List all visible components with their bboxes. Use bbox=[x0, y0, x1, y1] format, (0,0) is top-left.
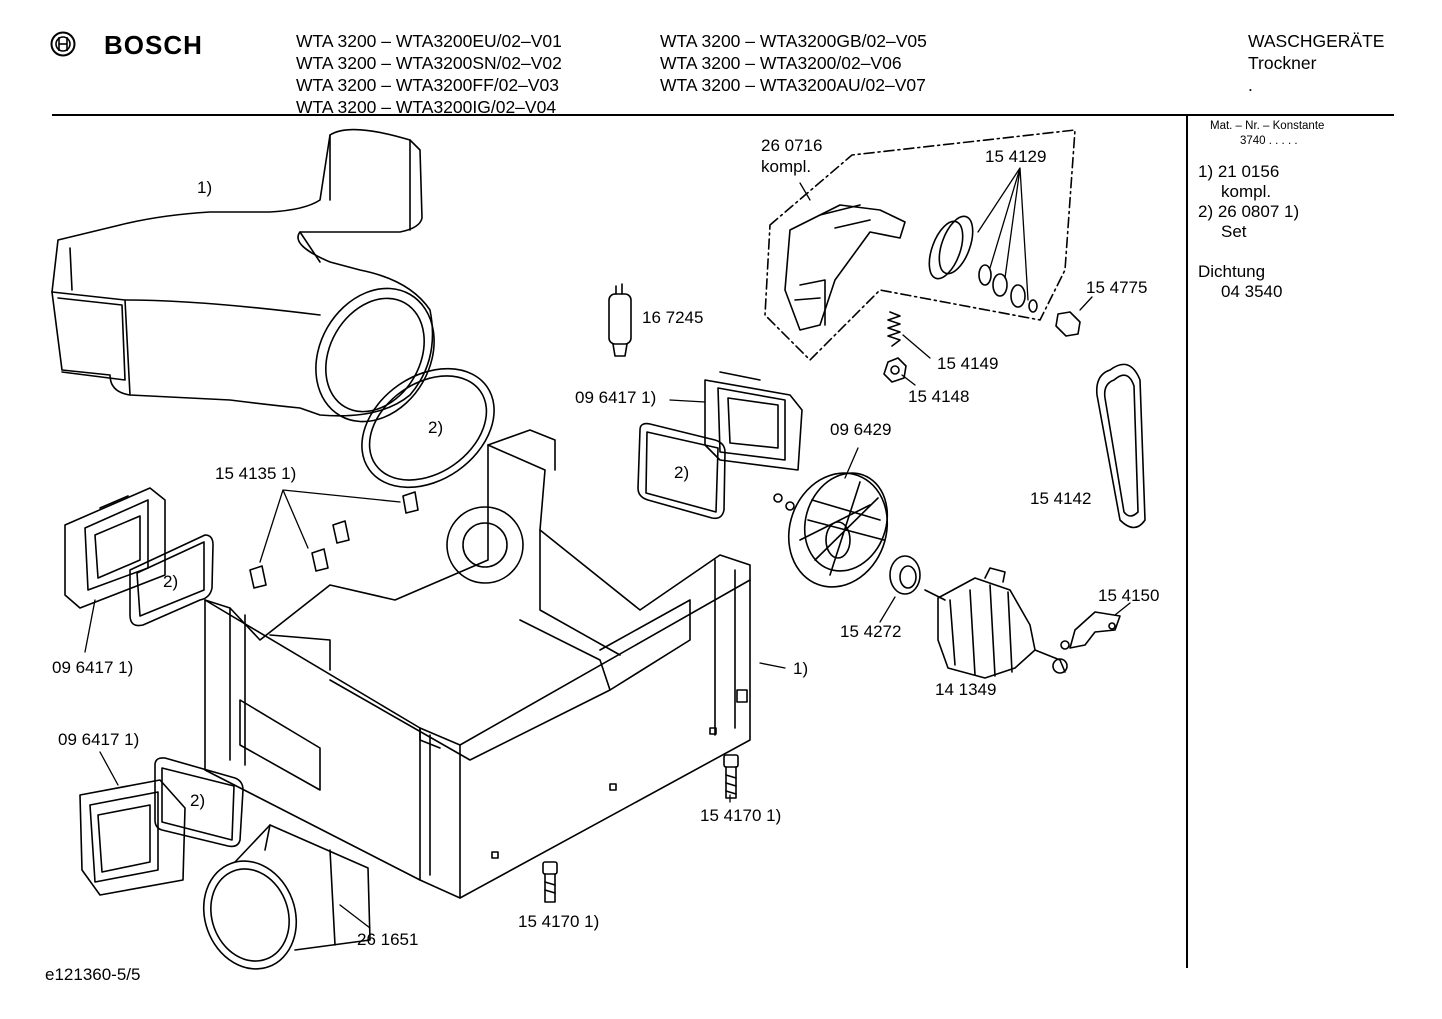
bosch-logo-icon bbox=[50, 31, 76, 57]
subcategory-title: Trockner bbox=[1248, 53, 1317, 73]
frame-left bbox=[64, 487, 166, 609]
note-1-line2: kompl. bbox=[1221, 182, 1272, 201]
label-duct-ref: 1) bbox=[197, 178, 213, 197]
brand-name: BOSCH bbox=[104, 30, 203, 60]
label-096417-bottom: 09 6417 1) bbox=[58, 730, 140, 749]
label-154148: 15 4148 bbox=[908, 387, 970, 406]
gasket-right bbox=[637, 422, 726, 520]
label-frame-ref: 1) bbox=[793, 659, 809, 678]
header-divider bbox=[52, 114, 1394, 116]
model-list-left: WTA 3200 – WTA3200EU/02–V01 WTA 3200 – W… bbox=[296, 30, 562, 118]
note-2: 2) 26 0807 1) Set bbox=[1198, 202, 1299, 242]
note-1: 1) 21 0156 kompl. bbox=[1198, 162, 1279, 202]
mat-heading: Mat. – Nr. – Konstante bbox=[1210, 120, 1325, 132]
document-id: e121360-5/5 bbox=[45, 965, 141, 984]
base-frame bbox=[204, 429, 751, 899]
motor bbox=[924, 567, 1068, 679]
label-154149: 15 4149 bbox=[937, 354, 999, 373]
model-line: WTA 3200 – WTA3200GB/02–V05 bbox=[660, 31, 927, 51]
label-141349: 14 1349 bbox=[935, 680, 997, 699]
seal-value: 04 3540 bbox=[1221, 282, 1283, 301]
label-167245: 16 7245 bbox=[642, 308, 704, 327]
air-duct bbox=[51, 128, 435, 423]
bracket-kit bbox=[764, 129, 1076, 361]
model-list-right: WTA 3200 – WTA3200GB/02–V05 WTA 3200 – W… bbox=[660, 30, 927, 96]
duct-seal-ring bbox=[361, 367, 495, 489]
gasket-bottom bbox=[154, 757, 244, 848]
motor-clamp bbox=[1060, 611, 1121, 650]
screw-bottom bbox=[542, 861, 558, 903]
label-154272: 15 4272 bbox=[840, 622, 902, 641]
model-line: WTA 3200 – WTA3200/02–V06 bbox=[660, 53, 902, 73]
label-154775: 15 4775 bbox=[1086, 278, 1148, 297]
label-096417-top: 09 6417 1) bbox=[575, 388, 657, 407]
gasket-left bbox=[129, 534, 214, 627]
label-1541701-right: 15 4170 1) bbox=[700, 806, 782, 825]
round-connector bbox=[202, 824, 371, 970]
model-line: WTA 3200 – WTA3200AU/02–V07 bbox=[660, 75, 926, 95]
model-line: WTA 3200 – WTA3200FF/02–V03 bbox=[296, 75, 559, 95]
note-2-line2: Set bbox=[1221, 222, 1247, 241]
label-gasket-left-ref: 2) bbox=[163, 572, 179, 591]
note-1-line1: 1) 21 0156 bbox=[1198, 162, 1280, 181]
model-line: WTA 3200 – WTA3200IG/02–V04 bbox=[296, 97, 557, 117]
model-line: WTA 3200 – WTA3200SN/02–V02 bbox=[296, 53, 562, 73]
category-title: WASCHGERÄTE bbox=[1248, 31, 1385, 51]
label-1541351: 15 4135 1) bbox=[215, 464, 297, 483]
mat-value: 3740 . . . . . bbox=[1240, 135, 1298, 147]
plug bbox=[1055, 311, 1081, 337]
label-154142: 15 4142 bbox=[1030, 489, 1092, 508]
spring bbox=[887, 311, 901, 347]
label-154129: 15 4129 bbox=[985, 147, 1047, 166]
fan-wheel bbox=[773, 472, 889, 588]
label-gasket-bottom-ref: 2) bbox=[190, 791, 206, 810]
seal-label: Dichtung bbox=[1198, 262, 1266, 281]
category-dot: . bbox=[1248, 75, 1253, 95]
nut bbox=[883, 357, 907, 383]
frame-right bbox=[704, 371, 803, 471]
spring-clips bbox=[249, 491, 419, 589]
label-096417-left: 09 6417 1) bbox=[52, 658, 134, 677]
capacitor bbox=[608, 283, 632, 357]
label-154150: 15 4150 bbox=[1098, 586, 1160, 605]
note-2-line1: 2) 26 0807 1) bbox=[1198, 202, 1300, 221]
sidebar-divider bbox=[1186, 116, 1188, 968]
screw-right bbox=[723, 754, 739, 799]
category-block: WASCHGERÄTE Trockner . bbox=[1248, 30, 1384, 96]
label-ring-ref: 2) bbox=[428, 418, 444, 437]
leader-lines bbox=[84, 167, 1131, 929]
label-260716: 26 0716 bbox=[761, 136, 823, 155]
bushing bbox=[889, 555, 921, 595]
label-gasket-right-ref: 2) bbox=[674, 463, 690, 482]
seal-block: Dichtung 04 3540 bbox=[1198, 262, 1282, 302]
model-line: WTA 3200 – WTA3200EU/02–V01 bbox=[296, 31, 562, 51]
label-096429: 09 6429 bbox=[830, 420, 892, 439]
frame-bottom bbox=[79, 779, 186, 896]
label-261651: 26 1651 bbox=[357, 930, 419, 949]
label-1541701-bottom: 15 4170 1) bbox=[518, 912, 600, 931]
drive-belt bbox=[1095, 363, 1146, 529]
label-kompl: kompl. bbox=[761, 157, 812, 176]
